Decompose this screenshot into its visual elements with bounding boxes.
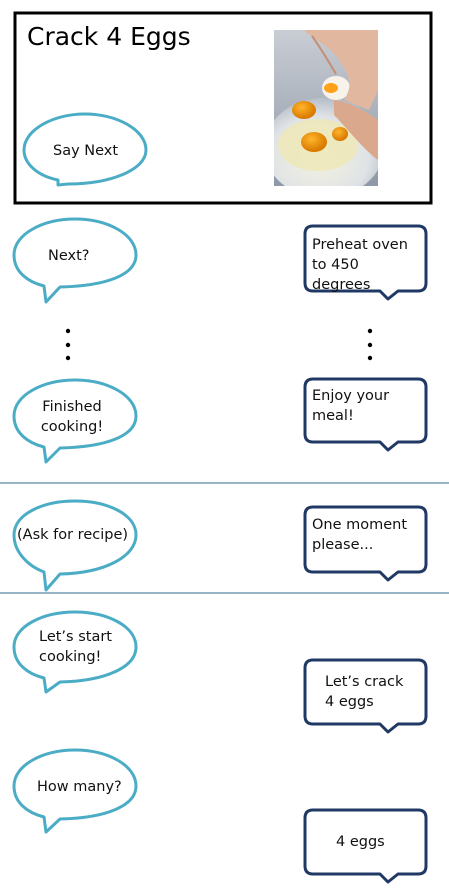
user-howmany-text: How many? bbox=[37, 779, 122, 795]
bot-bubble-answer bbox=[303, 808, 428, 884]
user-bubble-howmany bbox=[12, 748, 138, 834]
say-next-bubble bbox=[22, 112, 148, 187]
bot-bubble-crack bbox=[303, 658, 428, 734]
user-bubble-next bbox=[12, 217, 138, 304]
bot-answer-text: 4 eggs bbox=[336, 834, 385, 850]
bot-bubble-preheat bbox=[303, 224, 428, 301]
bot-bubble-enjoy bbox=[303, 377, 428, 452]
bot-moment-text: One moment please... bbox=[312, 517, 408, 553]
user-bubble-start bbox=[12, 610, 138, 694]
say-next-hint: Say Next bbox=[53, 143, 119, 159]
screen-title: Crack 4 Eggs bbox=[27, 22, 191, 51]
screen-frame bbox=[13, 11, 433, 205]
vertical-ellipsis-icon bbox=[65, 328, 71, 361]
user-bubble-ask bbox=[12, 499, 138, 592]
user-ask-text: (Ask for recipe) bbox=[17, 527, 129, 543]
bot-preheat-text: Preheat oven to 450 degrees bbox=[312, 237, 408, 293]
bot-bubble-moment bbox=[303, 505, 428, 582]
egg-cracking-photo-icon bbox=[274, 30, 378, 186]
user-start-text: Let’s start cooking! bbox=[39, 629, 112, 665]
user-next-text: Next? bbox=[48, 248, 90, 264]
user-bubble-finished bbox=[12, 378, 138, 464]
bot-crack-text: Let’s crack 4 eggs bbox=[325, 674, 404, 710]
user-finished-text: Finished cooking! bbox=[40, 399, 104, 435]
vertical-ellipsis-icon bbox=[367, 328, 373, 361]
bot-enjoy-text: Enjoy your meal! bbox=[312, 388, 390, 424]
